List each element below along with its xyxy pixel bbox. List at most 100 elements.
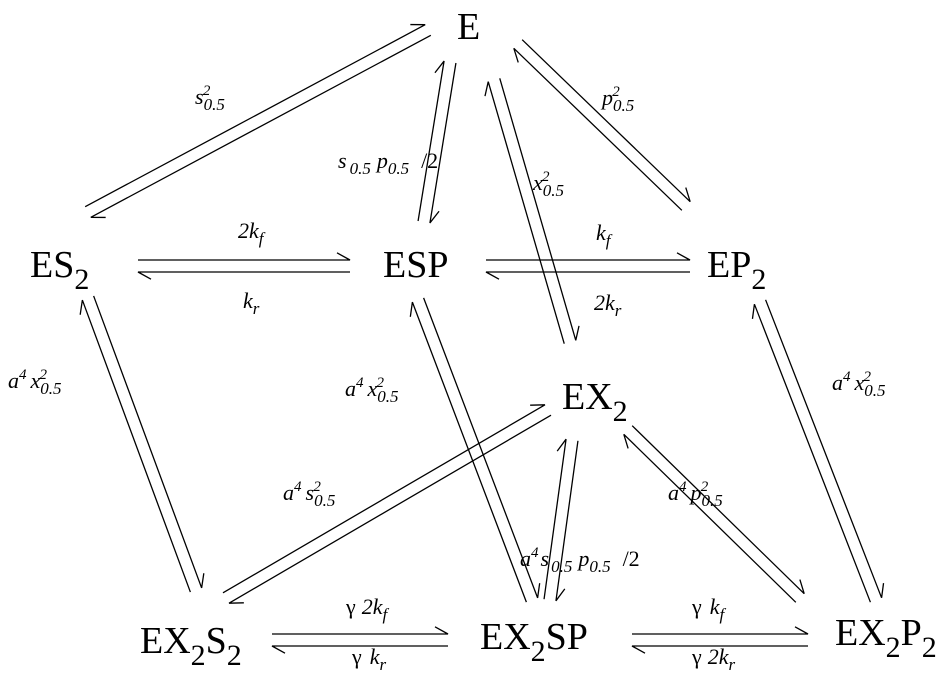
rate-bottom-left-reverse-sym: k <box>369 644 380 669</box>
rate-es2-e: s0.52 <box>195 84 225 114</box>
arrow-e-ex2-reverse <box>484 81 565 344</box>
rate-ex2s2-ex2-a-exp: 4 <box>294 479 302 495</box>
arrow-esp-e-forward <box>417 60 445 222</box>
rate-bottom-right-reverse-gamma: γ <box>692 644 702 669</box>
arrow-esp-ep2-forward <box>486 252 691 261</box>
rate-ex2sp-ex2-sub1: 0.5 <box>551 557 573 576</box>
rate-bottom-right-forward-gamma: γ <box>692 594 702 619</box>
node-esp-label: ESP <box>383 244 449 286</box>
rate-ex2p2-ex2-a: a <box>668 480 679 505</box>
rate-es2-esp-reverse: kr <box>243 288 259 318</box>
node-ex2s2: EX2S2 <box>140 620 242 671</box>
arrow-esp-ex2sp-reverse <box>409 301 527 603</box>
arrow-es2-ex2s2-forward <box>93 295 205 589</box>
rate-ep2-ex2p2-a: a <box>832 370 843 395</box>
rate-es2-esp-forward-sub: f <box>258 229 264 248</box>
rate-esp-ex2sp-sym: x <box>367 376 378 401</box>
rate-ex2-e: x0.52 <box>533 169 564 200</box>
arrow-es2-esp-reverse <box>137 271 350 280</box>
rate-ex2-e-sym: x <box>533 170 543 195</box>
node-ex2p2: EX2P2 <box>835 612 937 663</box>
node-es2: ES2 <box>30 244 89 295</box>
rate-esp-ep2-forward: kf <box>596 220 611 250</box>
rate-ex2p2-ex2-sup: 2 <box>700 479 709 495</box>
rate-esp-e-sym2: p <box>376 148 388 173</box>
arrow-bottom-right-forward <box>632 626 809 635</box>
arrow-ex2-ex2p2-reverse <box>623 433 797 603</box>
rate-ex2p2-ex2-a-exp: 4 <box>679 479 687 495</box>
rate-es2-e-sub: 0.5 <box>203 95 225 114</box>
arrow-ex2sp-ex2-forward <box>543 438 567 600</box>
rate-ep2-e: p0.52 <box>602 84 634 115</box>
node-ex2p2-main1: EX <box>835 612 886 654</box>
rate-ex2s2-ex2-sup: 2 <box>313 479 321 495</box>
rate-esp-ep2-reverse: 2kr <box>594 290 621 320</box>
rate-ex2sp-ex2-sym2: p <box>578 546 590 571</box>
node-ex2p2-sub1: 2 <box>885 631 901 664</box>
node-ex2s2-sub1: 2 <box>190 639 206 672</box>
rate-esp-ex2sp-a: a <box>345 376 356 401</box>
node-ex2sp-main1: EX <box>480 616 531 658</box>
rate-ex2sp-ex2-a-exp: 4 <box>531 545 539 561</box>
node-ex2-main: EX <box>562 376 613 418</box>
node-e: E <box>457 8 480 46</box>
rate-ex2s2-ex2-sym: s <box>305 480 315 505</box>
arrow-ex2sp-ex2-reverse <box>555 440 579 602</box>
node-es2-main: ES <box>30 244 75 286</box>
rate-bottom-right-forward-sym: k <box>709 594 720 619</box>
rate-ex2s2-ex2-sub: 0.5 <box>314 491 336 510</box>
rate-es2-e-sym: s <box>195 84 204 109</box>
node-ex2p2-main2: P <box>900 612 922 654</box>
arrow-ep2-ex2p2-forward <box>764 299 885 599</box>
rate-ep2-ex2p2-sym: x <box>854 370 865 395</box>
rate-es2-esp-reverse-sub: r <box>252 299 260 318</box>
arrow-e-ep2-forward <box>521 39 691 203</box>
node-ep2: EP2 <box>707 244 766 295</box>
node-ex2sp-sub1: 2 <box>530 635 546 668</box>
rate-es2-esp-reverse-sym: k <box>243 288 253 313</box>
node-ex2p2-sub2: 2 <box>921 631 937 664</box>
rate-ex2sp-ex2-sub2: 0.5 <box>589 557 611 576</box>
node-ex2-sub: 2 <box>612 395 628 428</box>
arrow-bottom-right-reverse <box>631 645 808 654</box>
rate-ep2-e-sup: 2 <box>612 84 620 100</box>
arrow-e-ex2-forward <box>499 78 580 341</box>
rate-ep2-ex2p2-sub: 0.5 <box>864 381 886 400</box>
node-ex2sp: EX2SP <box>480 616 588 667</box>
arrow-bottom-left-reverse <box>271 645 448 654</box>
rate-esp-ep2-reverse-sym: 2k <box>594 290 615 315</box>
node-ex2s2-main2: S <box>205 620 227 662</box>
rate-esp-ep2-forward-sym: k <box>596 220 606 245</box>
rate-bottom-right-forward-sub: f <box>719 605 725 624</box>
rate-esp-e-sym1: s <box>338 148 347 173</box>
arrow-ex2s2-ex2-reverse <box>228 414 552 604</box>
rate-ex2p2-ex2-sub: 0.5 <box>701 491 723 510</box>
rate-ep2-ex2p2-a-exp: 4 <box>843 369 851 385</box>
rate-es2-esp-forward: 2kf <box>238 218 264 248</box>
node-e-label: E <box>457 6 481 48</box>
rate-es2-esp-forward-sym: 2k <box>238 218 259 243</box>
node-ep2-sub: 2 <box>751 263 767 296</box>
rate-es2-ex2s2-a-exp: 4 <box>19 367 27 383</box>
rate-ex2sp-ex2-sym1: s <box>540 546 550 571</box>
rate-ex2p2-ex2-sym: p <box>690 480 702 505</box>
rate-bottom-left-forward-gamma: γ <box>346 594 356 619</box>
arrow-es2-e-reverse <box>90 34 432 219</box>
node-ep2-main: EP <box>707 244 752 286</box>
rate-ex2-e-sup: 2 <box>542 169 550 185</box>
rate-bottom-left-forward-sym: 2k <box>361 594 383 619</box>
node-ex2s2-main1: EX <box>140 620 191 662</box>
rate-bottom-left-forward-sub: f <box>382 605 388 624</box>
rate-bottom-left-reverse-gamma: γ <box>352 644 362 669</box>
rate-ex2s2-ex2-a: a <box>283 480 294 505</box>
rate-es2-ex2s2-sup: 2 <box>39 367 48 383</box>
